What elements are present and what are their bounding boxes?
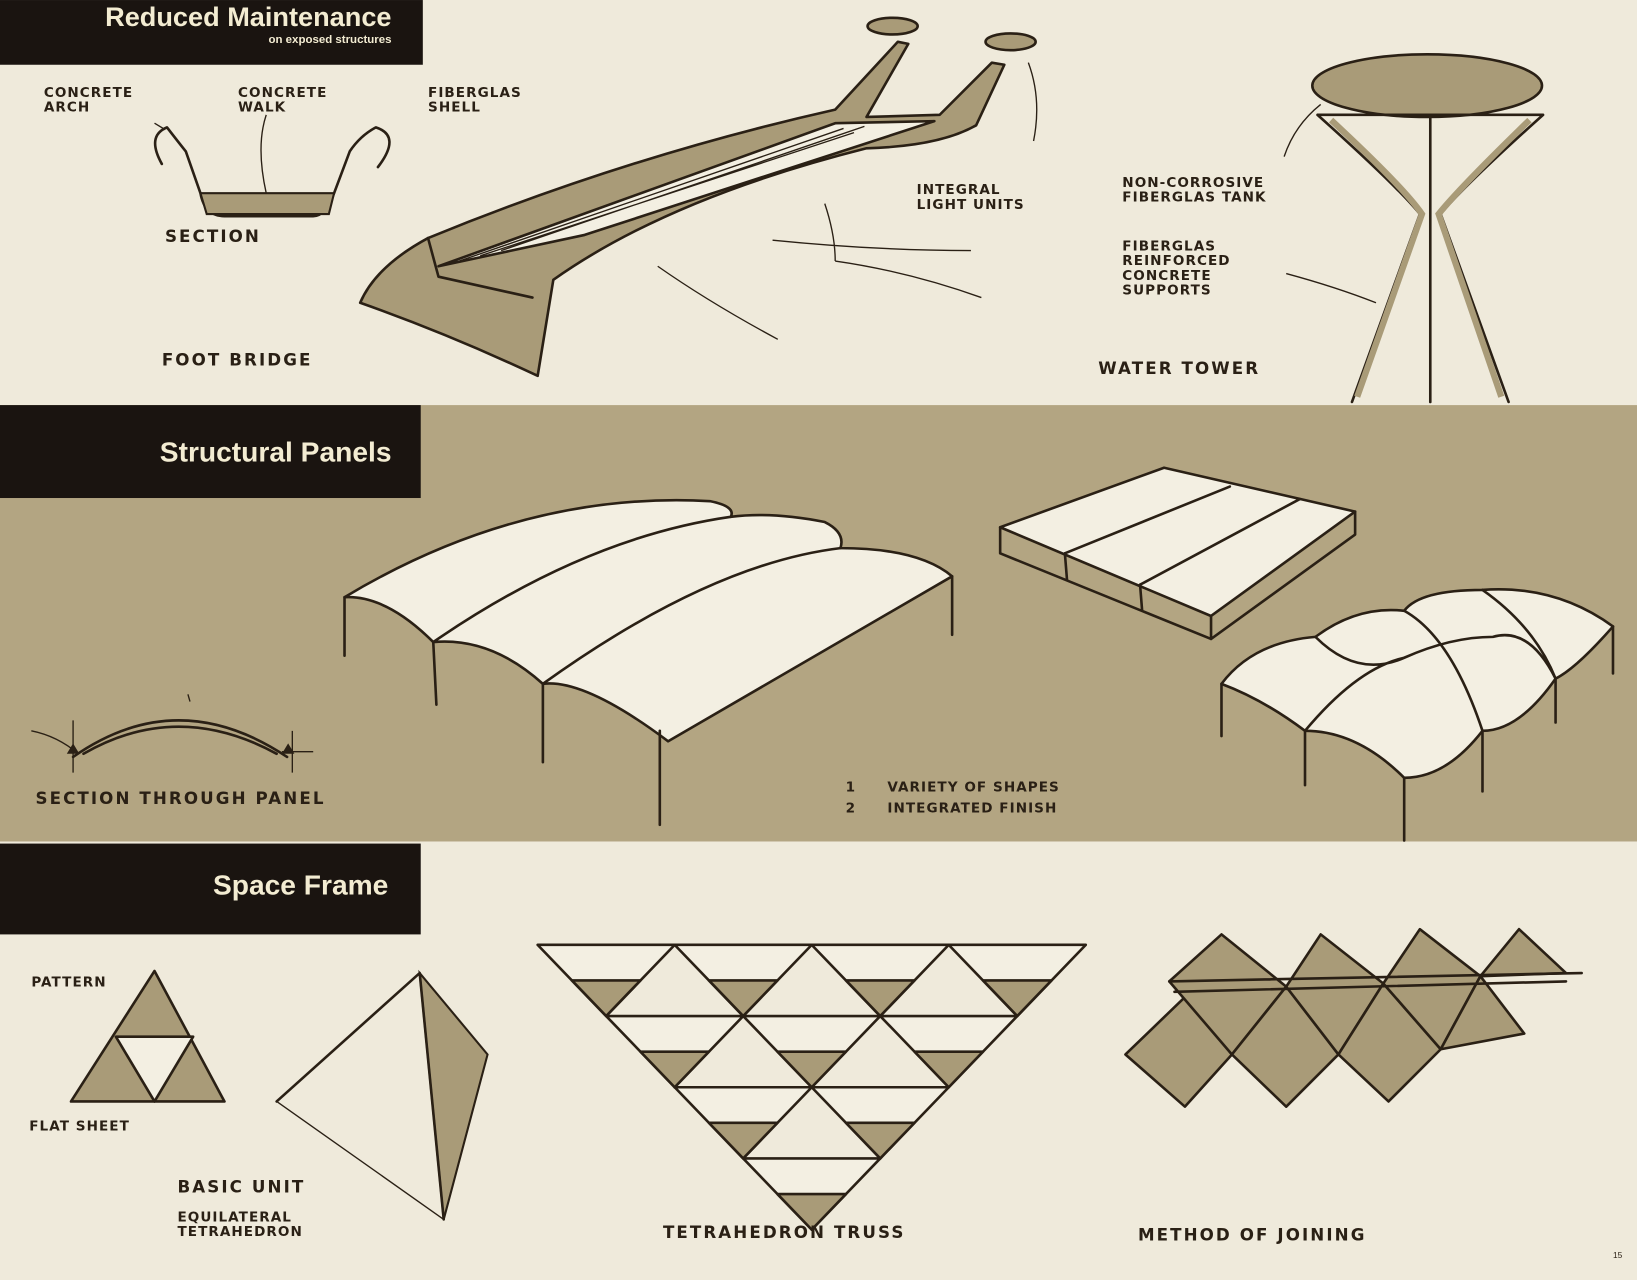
label: FLAT SHEET: [29, 1119, 130, 1135]
label: VARIETY OF SHAPES: [887, 779, 1059, 795]
header-box: [0, 0, 423, 65]
bridge-section-drawing: [153, 114, 391, 218]
label: WALK: [238, 100, 286, 116]
label: SECTION THROUGH PANEL: [35, 788, 325, 808]
section-title: Space Frame: [213, 869, 388, 901]
label: FIBERGLAS: [1122, 239, 1216, 255]
label: TETRAHEDRON: [177, 1224, 302, 1240]
structural-panels-section: Structural Panels SECTION THROUGH PANEL …: [0, 405, 1615, 842]
truss-shaded-face: [844, 979, 916, 1018]
foot-bridge-drawing: [358, 16, 1038, 378]
fiberglas-tank: [1311, 53, 1544, 119]
label: SHELL: [428, 100, 481, 116]
label: LIGHT UNITS: [917, 197, 1025, 213]
truss-shaded-face: [707, 979, 779, 1018]
joining-drawing: [1124, 927, 1583, 1108]
light-unit: [984, 32, 1037, 52]
barrel-vault-drawing: [343, 498, 954, 827]
label: 2: [846, 800, 856, 816]
panel-section-drawing: [31, 694, 314, 773]
space-frame-section: Space Frame PATTERN FLAT SHEET BASIC UNI…: [0, 843, 1583, 1244]
label: ARCH: [44, 100, 90, 116]
label: CONCRETE: [1122, 268, 1211, 284]
label: WATER TOWER: [1098, 358, 1260, 378]
label: METHOD OF JOINING: [1138, 1224, 1367, 1244]
truss-shaded-face: [981, 979, 1053, 1018]
section-title: Structural Panels: [160, 435, 392, 467]
label: INTEGRATED FINISH: [887, 800, 1057, 816]
header-box: [0, 405, 421, 499]
label: SECTION: [165, 226, 261, 246]
label: FOOT BRIDGE: [162, 349, 313, 369]
truss-shaded-face: [639, 1050, 711, 1089]
label: INTEGRAL: [917, 182, 1001, 198]
tetrahedron-truss-drawing: [536, 943, 1088, 1231]
label: PATTERN: [31, 975, 106, 991]
label: EQUILATERAL: [177, 1210, 292, 1226]
light-unit: [866, 16, 919, 36]
label: BASIC UNIT: [177, 1176, 305, 1196]
section-title: Reduced Maintenance: [105, 1, 391, 32]
truss-shaded-face: [570, 979, 642, 1018]
label: TETRAHEDRON TRUSS: [663, 1222, 906, 1242]
label: FIBERGLAS TANK: [1122, 190, 1266, 206]
truss-shaded-face: [844, 1121, 916, 1160]
label: CONCRETE: [44, 85, 133, 101]
label: CONCRETE: [238, 85, 327, 101]
section-subtitle: on exposed structures: [268, 34, 391, 46]
label: 1: [846, 779, 856, 795]
dome-grid-drawing: [1220, 588, 1615, 842]
reduced-maintenance-section: Reduced Maintenance on exposed structure…: [0, 0, 1545, 404]
basic-unit-drawing: [275, 969, 489, 1221]
page-number: 15: [1613, 1250, 1623, 1260]
pattern-triangle-drawing: [69, 969, 226, 1103]
truss-shaded-face: [776, 1050, 848, 1089]
label: NON-CORROSIVE: [1122, 175, 1264, 191]
truss-shaded-face: [913, 1050, 985, 1089]
water-tower-drawing: [1283, 53, 1545, 404]
truss-shaded-face: [776, 1192, 848, 1231]
label: FIBERGLAS: [428, 85, 522, 101]
flat-panel-drawing: [998, 466, 1357, 641]
header-box: [0, 843, 421, 935]
label: REINFORCED: [1122, 253, 1230, 269]
truss-shaded-face: [707, 1121, 779, 1160]
label: SUPPORTS: [1122, 282, 1211, 298]
